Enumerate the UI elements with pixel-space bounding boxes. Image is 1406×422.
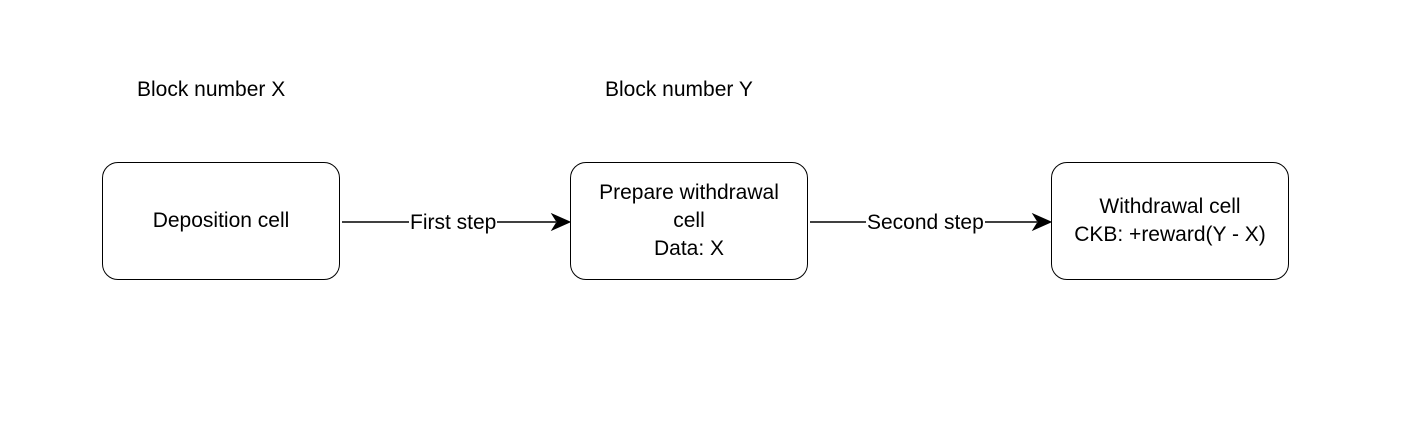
caption-block-number-y: Block number Y [605, 78, 753, 101]
node-deposition-cell-line-1: Deposition cell [152, 209, 290, 232]
node-prepare-withdrawal-line-3: Data: X [653, 237, 725, 260]
node-prepare-withdrawal-line-1: Prepare withdrawal [599, 181, 779, 204]
node-prepare-withdrawal-line-2: cell [673, 209, 705, 232]
edge-label-second-step: Second step [866, 209, 985, 237]
edge-label-first-step: First step [409, 209, 498, 237]
node-prepare-withdrawal-cell: Prepare withdrawal cell Data: X [570, 162, 808, 280]
node-withdrawal-cell-line-1: Withdrawal cell [1099, 195, 1241, 218]
node-withdrawal-cell-line-2: CKB: +reward(Y - X) [1074, 223, 1266, 246]
caption-block-number-x: Block number X [137, 78, 286, 101]
node-withdrawal-cell: Withdrawal cell CKB: +reward(Y - X) [1051, 162, 1289, 280]
node-deposition-cell: Deposition cell [102, 162, 340, 280]
